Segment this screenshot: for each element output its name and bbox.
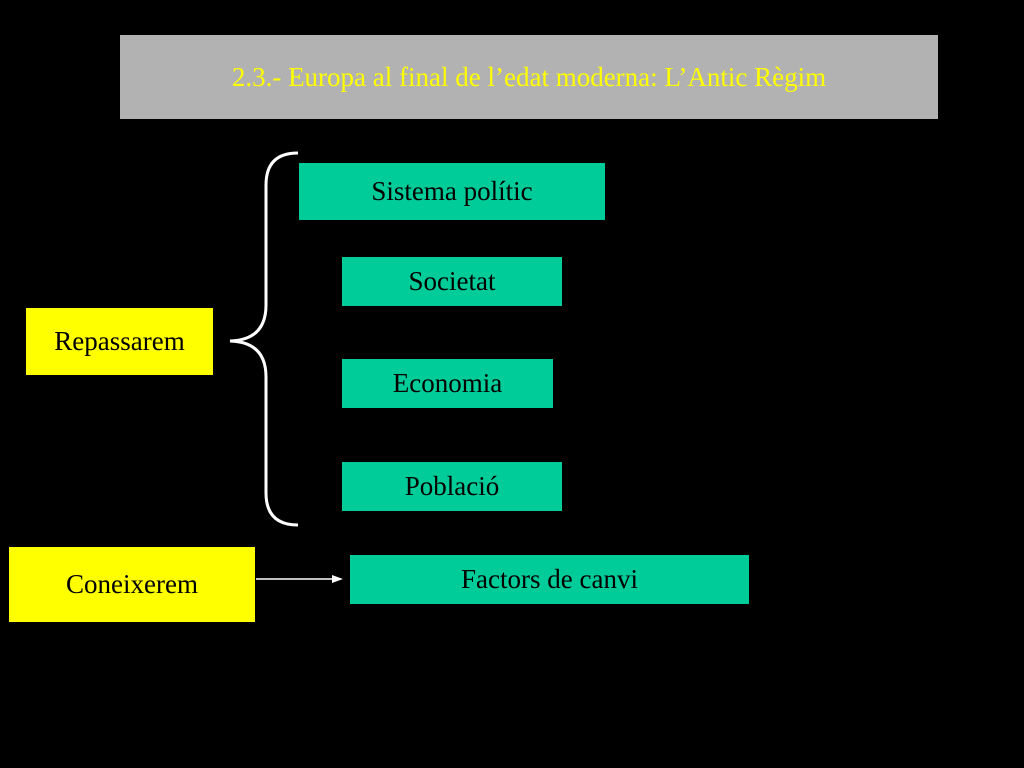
curly-brace	[229, 151, 299, 527]
repassarem-box: Repassarem	[26, 308, 213, 375]
topic-box-factors-de-canvi: Factors de canvi	[350, 555, 749, 604]
coneixerem-box: Coneixerem	[9, 547, 255, 622]
topic-label: Factors de canvi	[461, 564, 638, 594]
topic-box-economia: Economia	[342, 359, 553, 408]
coneixerem-label: Coneixerem	[66, 569, 198, 599]
repassarem-label: Repassarem	[54, 326, 185, 356]
title-bar: 2.3.- Europa al final de l’edat moderna:…	[120, 35, 938, 119]
topic-label: Població	[404, 471, 500, 501]
arrow-head	[332, 575, 343, 583]
topic-box-poblacio: Població	[342, 462, 562, 511]
topic-label: Sistema polític	[371, 176, 533, 206]
topic-label: Economia	[392, 368, 503, 398]
topic-box-sistema-politic: Sistema polític	[299, 163, 605, 220]
topic-box-societat: Societat	[342, 257, 562, 306]
slide-title: 2.3.- Europa al final de l’edat moderna:…	[231, 61, 827, 92]
topic-label: Societat	[408, 266, 496, 296]
